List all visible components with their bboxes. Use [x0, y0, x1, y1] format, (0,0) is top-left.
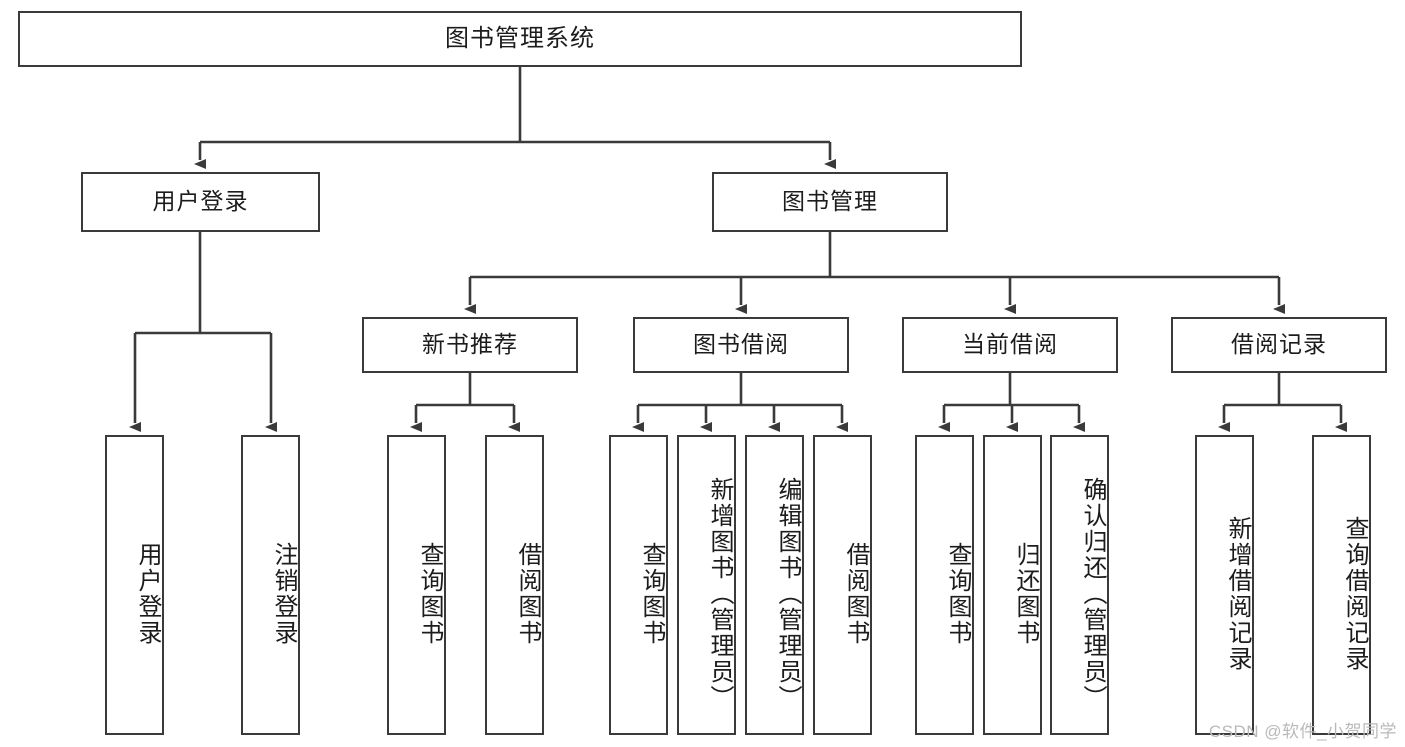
leaf-label: 查询借阅记录: [1341, 516, 1368, 672]
leaf-logout[interactable]: 注销登录: [241, 435, 300, 735]
node-root[interactable]: 图书管理系统: [18, 11, 1022, 67]
leaf-label: 编辑图书（管理员）: [774, 477, 801, 711]
leaf-return-books[interactable]: 归还图书: [983, 435, 1042, 735]
leaf-edit-book-admin[interactable]: 编辑图书（管理员）: [745, 435, 804, 735]
leaf-add-book-admin[interactable]: 新增图书（管理员）: [677, 435, 736, 735]
node-user-login[interactable]: 用户登录: [81, 172, 320, 232]
node-user-login-label: 用户登录: [152, 188, 249, 215]
node-book-management-label: 图书管理: [782, 188, 878, 215]
leaf-query-books-current[interactable]: 查询图书: [915, 435, 974, 735]
leaf-label: 用户登录: [134, 542, 161, 646]
leaf-query-borrow-record[interactable]: 查询借阅记录: [1312, 435, 1371, 735]
leaf-label: 查询图书: [944, 542, 971, 646]
leaf-label: 新增借阅记录: [1224, 516, 1251, 672]
leaf-query-books-borrow[interactable]: 查询图书: [609, 435, 668, 735]
node-root-label: 图书管理系统: [445, 24, 595, 52]
leaf-label: 注销登录: [270, 542, 297, 646]
node-borrow-records-label: 借阅记录: [1231, 331, 1327, 358]
leaf-label: 借阅图书: [842, 542, 869, 646]
node-new-book-recommend[interactable]: 新书推荐: [362, 317, 578, 373]
watermark: CSDN @软件_小贺同学: [1208, 722, 1397, 741]
node-book-borrow[interactable]: 图书借阅: [633, 317, 849, 373]
leaf-query-books-recommend[interactable]: 查询图书: [387, 435, 446, 735]
leaf-label: 借阅图书: [514, 542, 541, 646]
leaf-label: 归还图书: [1012, 542, 1039, 646]
leaf-label: 查询图书: [416, 542, 443, 646]
leaf-user-login[interactable]: 用户登录: [105, 435, 164, 735]
node-book-management[interactable]: 图书管理: [712, 172, 948, 232]
leaf-add-borrow-record[interactable]: 新增借阅记录: [1195, 435, 1254, 735]
leaf-label: 确认归还（管理员）: [1079, 477, 1106, 711]
leaf-borrow-books[interactable]: 借阅图书: [813, 435, 872, 735]
leaf-label: 新增图书（管理员）: [706, 477, 733, 711]
leaf-borrow-books-recommend[interactable]: 借阅图书: [485, 435, 544, 735]
leaf-confirm-return-admin[interactable]: 确认归还（管理员）: [1050, 435, 1109, 735]
node-current-borrow[interactable]: 当前借阅: [902, 317, 1118, 373]
node-new-book-recommend-label: 新书推荐: [422, 331, 518, 358]
node-borrow-records[interactable]: 借阅记录: [1171, 317, 1387, 373]
node-current-borrow-label: 当前借阅: [962, 331, 1058, 358]
leaf-label: 查询图书: [638, 542, 665, 646]
node-book-borrow-label: 图书借阅: [693, 331, 789, 358]
